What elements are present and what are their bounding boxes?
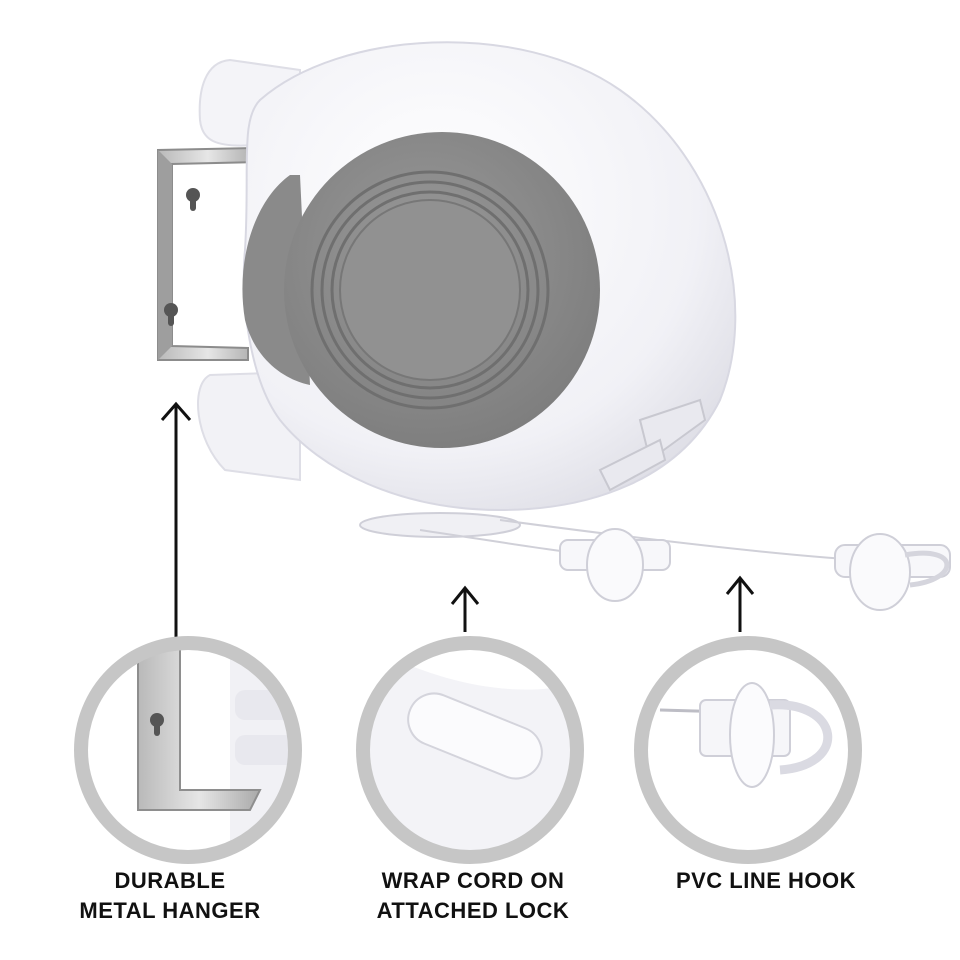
- caption-pvc-line-hook: PVC LINE HOOK: [636, 866, 896, 896]
- caption-line: DURABLE: [114, 868, 226, 893]
- metal-bracket-icon: [74, 636, 302, 864]
- cord-lock-icon: [356, 636, 584, 864]
- up-arrow-icon: [725, 575, 755, 632]
- caption-line: METAL HANGER: [79, 898, 261, 923]
- up-arrow-icon: [450, 585, 480, 632]
- line-hook-icon: [634, 636, 862, 864]
- wall-bracket: [157, 146, 259, 361]
- clothesline-reel: [157, 41, 951, 611]
- caption-wrap-cord-lock: WRAP CORD ON ATTACHED LOCK: [343, 866, 603, 926]
- line-hook-2: [834, 533, 951, 611]
- caption-line: WRAP CORD ON: [381, 868, 565, 893]
- caption-durable-metal-hanger: DURABLE METAL HANGER: [40, 866, 300, 926]
- caption-line: PVC LINE HOOK: [675, 868, 857, 893]
- up-arrow-icon: [160, 401, 192, 640]
- caption-line: ATTACHED LOCK: [376, 898, 570, 923]
- line-hook-1: [559, 528, 671, 602]
